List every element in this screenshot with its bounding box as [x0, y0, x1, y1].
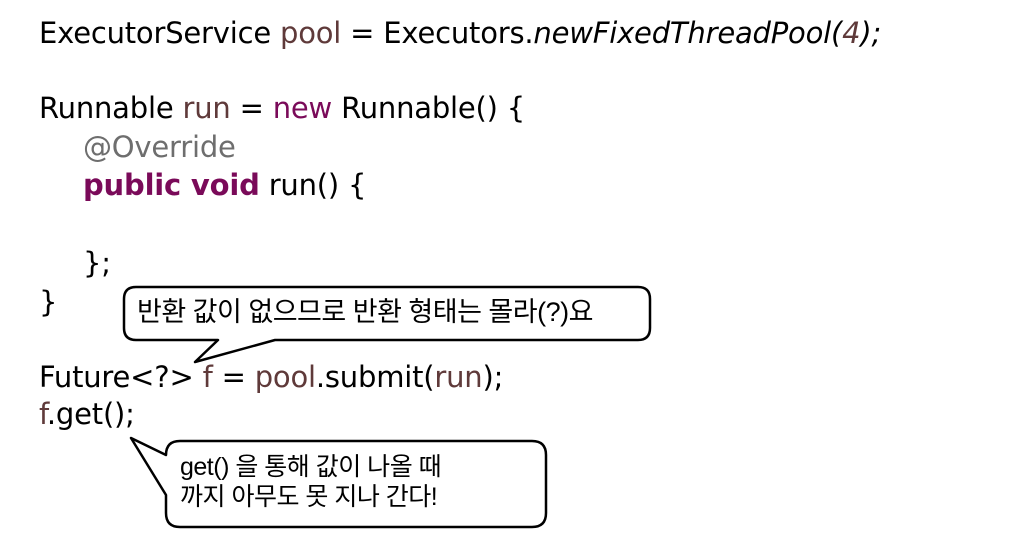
- callout-text-return-type: 반환 값이 없으므로 반환 형태는 몰라(?)요: [137, 297, 593, 327]
- code-variable-f: f: [202, 360, 213, 394]
- code-text: =: [212, 360, 255, 394]
- code-text: );: [482, 360, 504, 394]
- callout-text-line: 까지 아무도 못 지나 간다!: [180, 483, 438, 511]
- code-line-executor: ExecutorService pool = Executors.newFixe…: [39, 15, 881, 51]
- code-line-runnable: Runnable run = new Runnable() {: [39, 90, 525, 126]
- callout-bubble-return-type: [122, 285, 652, 364]
- code-text: .get();: [46, 397, 135, 431]
- code-line-run-method: public void run() {: [83, 167, 366, 203]
- code-text: = Executors.: [341, 16, 534, 50]
- code-variable-f: f: [39, 397, 47, 431]
- code-number: 4: [842, 16, 861, 50]
- code-text: run() {: [259, 168, 367, 202]
- code-text: };: [83, 246, 111, 280]
- callout-bubble-get-blocking: [129, 436, 548, 529]
- code-variable-run: run: [434, 360, 483, 394]
- code-type: ExecutorService: [39, 16, 280, 50]
- callout-text-line: get() 을 통해 값이 나올 때: [180, 453, 442, 481]
- code-variable-run: run: [182, 91, 231, 125]
- code-line-get: f.get();: [39, 396, 135, 432]
- code-line-future: Future<?> f = pool.submit(run);: [39, 359, 503, 395]
- code-type: Runnable: [39, 91, 183, 125]
- code-keyword-new: new: [272, 91, 333, 125]
- code-annotation: @Override: [83, 130, 236, 164]
- code-line-override: @Override: [83, 129, 236, 165]
- code-text: =: [230, 91, 273, 125]
- code-line-close-outer: }: [39, 284, 57, 320]
- code-variable-pool: pool: [254, 360, 316, 394]
- code-text: }: [39, 285, 58, 319]
- code-type: Future<?>: [39, 360, 203, 394]
- code-text: );: [860, 16, 882, 50]
- code-text: Runnable() {: [332, 91, 526, 125]
- code-method: newFixedThreadPool(: [533, 16, 843, 50]
- code-variable-pool: pool: [280, 16, 342, 50]
- code-text: .submit(: [315, 360, 435, 394]
- code-keyword-public-void: public void: [83, 168, 260, 202]
- code-line-close-inner: };: [83, 245, 111, 281]
